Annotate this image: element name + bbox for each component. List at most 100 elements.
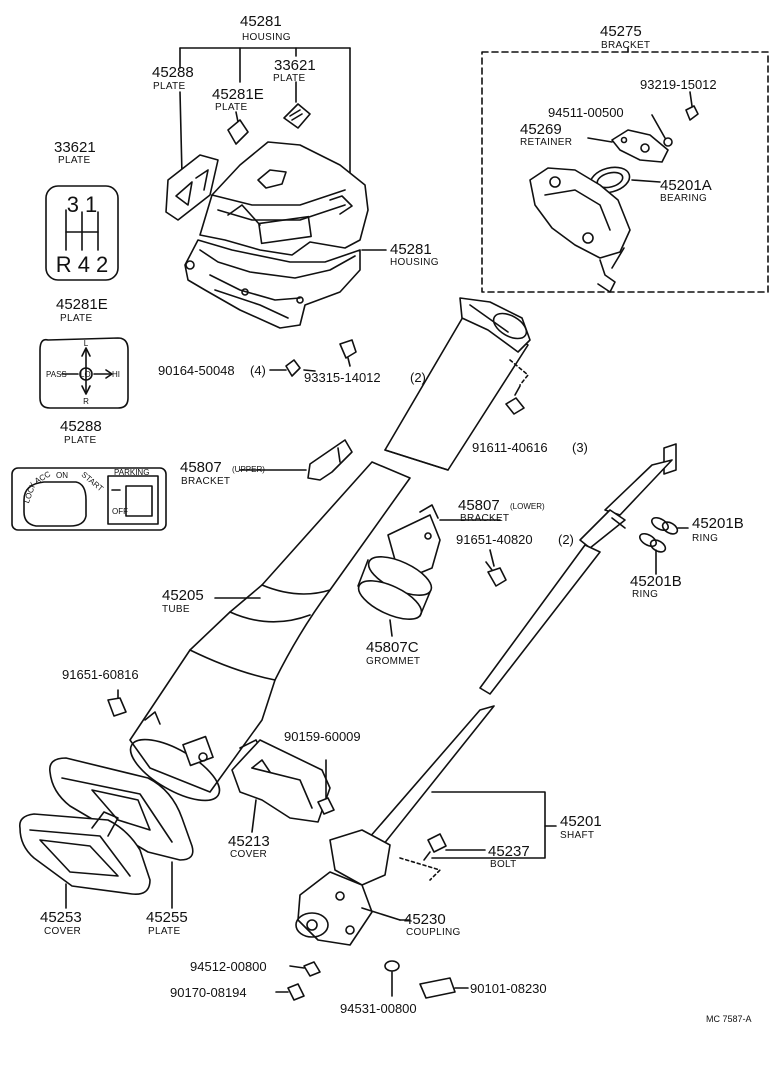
ring-leaders <box>655 527 689 575</box>
label-45213-leader <box>251 799 257 833</box>
screw-90159-drawing <box>317 759 335 815</box>
dimmer-plate-bottom: R <box>83 397 89 406</box>
bracket-45275-boundary <box>481 51 769 293</box>
label-45281-top-name: HOUSING <box>242 32 291 43</box>
label-91651-40820-leader <box>489 549 495 567</box>
shift-plate-bottom: R 4 2 <box>56 252 109 277</box>
nut-90170-drawing <box>287 983 305 1001</box>
label-33621-top-number: 33621 <box>274 57 316 74</box>
bracket-leaders <box>587 91 693 183</box>
label-91651-40820: 91651-40820 <box>456 532 533 547</box>
label-45201-number: 45201 <box>560 813 602 830</box>
label-45807-lower-qual: (LOWER) <box>510 502 545 511</box>
label-45281e-top-name: PLATE <box>215 102 247 113</box>
plate-45288-small-drawing <box>165 154 219 221</box>
nut-94512-drawing <box>303 961 321 977</box>
grommet-drawing <box>357 556 433 620</box>
label-45230-number: 45230 <box>404 911 446 928</box>
label-45213-name: COVER <box>230 849 267 860</box>
dimmer-switch-plate <box>39 337 129 409</box>
housing-leader-lines <box>179 47 351 196</box>
label-45281-top-number: 45281 <box>240 13 282 30</box>
ignition-light-plate <box>11 467 167 531</box>
bolt-45237-drawing <box>399 833 486 881</box>
bottom-leaders <box>275 965 305 993</box>
label-45807-upper-number: 45807 <box>180 459 222 476</box>
screw-91611-drawing <box>505 385 525 415</box>
label-90101: 90101-08230 <box>470 981 547 996</box>
label-45288-left-number: 45288 <box>60 418 102 435</box>
shift-pattern-plate <box>45 185 119 281</box>
label-45269-number: 45269 <box>520 121 562 138</box>
label-45213-number: 45213 <box>228 833 270 850</box>
label-45253-number: 45253 <box>40 909 82 926</box>
dimmer-plate-center: LO <box>80 370 91 379</box>
screw-93219-drawing <box>685 105 699 121</box>
label-45237-name: BOLT <box>490 859 517 870</box>
upper-bracket-drawing <box>307 439 353 481</box>
label-45269-name: RETAINER <box>520 137 572 148</box>
bracket-45275-drawing <box>529 167 631 293</box>
plate-45255-drawing <box>49 757 194 861</box>
screw-93315-drawing <box>339 339 357 367</box>
column-tube-drawing <box>129 461 411 802</box>
label-45201b-lower-name: RING <box>632 589 658 600</box>
label-45807c-number: 45807C <box>366 639 419 656</box>
label-45205-number: 45205 <box>162 587 204 604</box>
bolt-90101-drawing <box>419 977 469 999</box>
cover-45213-drawing <box>231 739 331 823</box>
light-plate-label-c: ON <box>56 471 68 480</box>
label-45253-name: COVER <box>44 926 81 937</box>
label-45281e-top-number: 45281E <box>212 86 264 103</box>
ring-45201b-upper-drawing <box>651 516 679 535</box>
bolt-91651-40820-drawing <box>485 561 507 587</box>
label-33621-top-name: PLATE <box>273 73 305 84</box>
label-45255-number: 45255 <box>146 909 188 926</box>
label-45201b-upper-name: RING <box>692 533 718 544</box>
label-45201-name: SHAFT <box>560 830 594 841</box>
cover-45253-drawing <box>18 811 151 896</box>
plate-33621-small-drawing <box>283 103 311 129</box>
label-45288-top-number: 45288 <box>152 64 194 81</box>
label-94512: 94512-00800 <box>190 959 267 974</box>
label-45807c-name: GROMMET <box>366 656 420 667</box>
label-45201a-number: 45201A <box>660 177 712 194</box>
label-45275-name: BRACKET <box>601 40 650 51</box>
washer-94531-drawing <box>384 960 400 997</box>
label-45807-lower-number: 45807 <box>458 497 500 514</box>
label-45230-name: COUPLING <box>406 927 461 938</box>
label-45205-name: TUBE <box>162 604 190 615</box>
label-93315-qty: (2) <box>410 370 426 385</box>
label-45288-top-name: PLATE <box>153 81 185 92</box>
upper-housing-drawing <box>184 141 369 329</box>
label-90170: 90170-08194 <box>170 985 247 1000</box>
label-45288-left-name: PLATE <box>64 435 96 446</box>
label-45807-upper-name: BRACKET <box>181 476 230 487</box>
coupling-drawing <box>295 829 411 946</box>
dimmer-plate-right: HI <box>112 370 120 379</box>
bolt-91651-60816-drawing <box>107 689 127 717</box>
label-93219: 93219-15012 <box>640 77 717 92</box>
label-91611-qty: (3) <box>572 440 588 455</box>
diagram-reference: MC 7587-A <box>706 1014 752 1024</box>
label-94511: 94511-00500 <box>548 105 624 120</box>
dimmer-plate-top: L <box>84 339 89 348</box>
label-94531: 94531-00800 <box>340 1001 417 1016</box>
label-45201b-lower-number: 45201B <box>630 573 682 590</box>
label-45807c-leader <box>389 619 393 637</box>
screw-90164-drawing <box>285 359 301 377</box>
ring-45201b-lower-drawing <box>639 532 667 553</box>
label-45275-number: 45275 <box>600 23 642 40</box>
label-91651-60816: 91651-60816 <box>62 667 139 682</box>
label-45807-lower-name: BRACKET <box>460 513 509 524</box>
label-90164-qty: (4) <box>250 363 266 378</box>
label-93315: 93315-14012 <box>304 370 381 385</box>
lower-cover-leaders <box>65 861 173 909</box>
label-45201a-name: BEARING <box>660 193 707 204</box>
mid-leaders <box>214 369 501 599</box>
label-45281e-left-name: PLATE <box>60 313 92 324</box>
plate-45281e-small-drawing <box>227 119 249 145</box>
label-33621-left-number: 33621 <box>54 139 96 156</box>
label-91651-40820-qty: (2) <box>558 532 574 547</box>
